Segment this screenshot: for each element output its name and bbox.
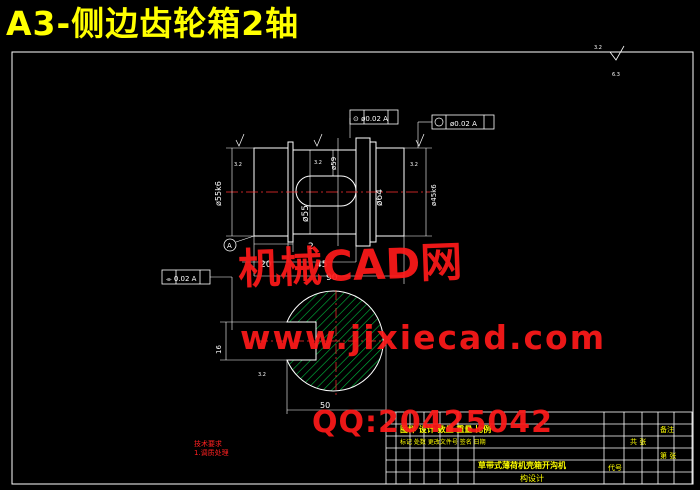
title-block-code: 代号 [608, 463, 622, 472]
roughness-ticks [235, 133, 425, 147]
drawing-border [11, 51, 694, 485]
dim-length-20: 20 [260, 260, 272, 270]
tolerance-frame-symmetry [161, 269, 233, 330]
roughness-label-2: 3.2 [314, 160, 322, 166]
watermark-qq: QQ:20425042 [312, 405, 553, 440]
watermark-site: 机械CAD网 [237, 237, 464, 294]
roughness-symbol-general [609, 45, 625, 61]
section-roughness-label: 3.2 [258, 372, 266, 378]
dim-dia-64: ø64 [375, 189, 385, 206]
dim-keyway-depth: 16 [215, 345, 223, 354]
keyway-slot [295, 175, 357, 207]
title-block-header-row: 图样 设计 数量 重量 比例 [400, 424, 491, 434]
tolerance-text-runout-right: ø0.02 A [450, 120, 477, 128]
dim-dia-55k6: ø55k6 [214, 181, 223, 206]
tolerance-text-runout-left: ⊙ ø0.02 A [353, 115, 388, 123]
tolerance-frame-runout-right [431, 114, 495, 130]
drawing-title: A3-侧边齿轮箱2轴 [6, 4, 300, 43]
roughness-label-3: 3.2 [410, 162, 418, 168]
dim-dia-45k6: ø45k6 [430, 184, 438, 206]
technical-notes: 技术要求 1.调质处理 [194, 440, 229, 458]
title-block [385, 411, 693, 485]
title-block-sheet: 第 张 [660, 451, 676, 460]
dim-length-45: 45 [316, 260, 327, 270]
title-block-total: 共 张 [630, 437, 646, 446]
roughness-text-general: 3.2 [594, 45, 602, 51]
dim-dia-55: ø55 [301, 205, 311, 222]
roughness-text-sub: 6.3 [612, 72, 620, 78]
dim-dia-59: ø59 [330, 157, 338, 170]
section-view [220, 290, 392, 414]
dim-section-width: 50 [320, 401, 330, 410]
datum-a-label: A [227, 242, 232, 250]
title-block-change-row: 标记 处数 更改文件号 签名 日期 [400, 438, 486, 446]
title-block-note: 备注 [660, 425, 674, 434]
tolerance-frame-runout-left [349, 109, 399, 125]
tech-note-item: 1.调质处理 [194, 449, 229, 457]
roughness-label-1: 3.2 [234, 162, 242, 168]
tolerance-text-symmetry: ⌯ 0.02 A [166, 275, 197, 283]
dim-length-90: 90 [326, 273, 338, 283]
datum-a-marker [223, 235, 255, 252]
dim-length-2: 2 [308, 242, 314, 252]
title-block-design-label: 构设计 [520, 473, 544, 483]
title-block-drawing-name: 草带式薄荷机壳箱开沟机 [478, 460, 566, 470]
tech-note-heading: 技术要求 [194, 440, 222, 448]
watermark-url: www.jixiecad.com [240, 318, 607, 357]
dimension-lines [226, 118, 432, 284]
